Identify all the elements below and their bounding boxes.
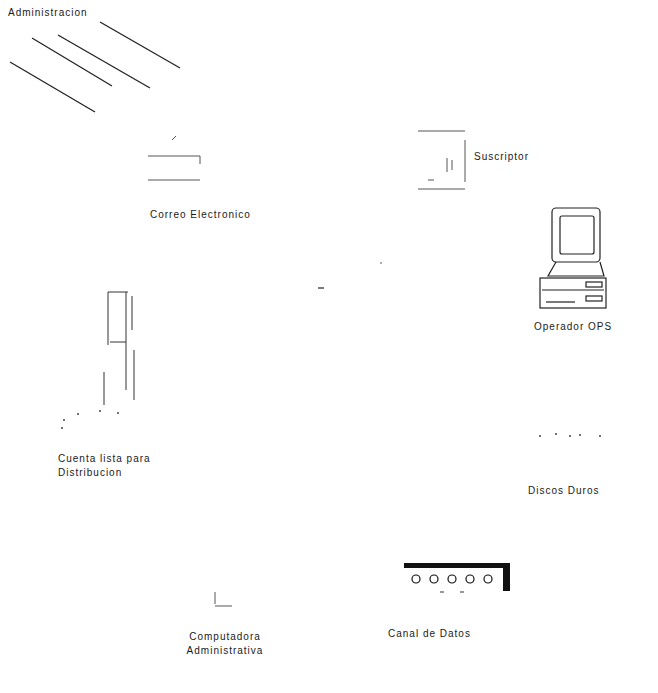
mark (318, 287, 324, 288)
heading-label: Administracion (8, 6, 88, 20)
component-label: Canal de Datos (388, 627, 471, 641)
data-channel-icon (404, 563, 510, 592)
component-label: Correo Electronico (150, 208, 251, 222)
mail-icon (148, 136, 200, 180)
computer-icon (540, 208, 606, 308)
dots (61, 262, 601, 437)
admin-computer-icon (215, 592, 232, 606)
cabinet-icon (104, 292, 134, 405)
component-label: Cuenta lista para Distribucion (58, 452, 170, 479)
antenna-strokes (10, 22, 180, 112)
component-label: Operador OPS (534, 320, 612, 334)
subscriber-icon (418, 131, 465, 189)
component-label: Computadora Administrativa (176, 630, 274, 657)
component-label: Suscriptor (474, 150, 529, 164)
component-label: Discos Duros (528, 484, 599, 498)
